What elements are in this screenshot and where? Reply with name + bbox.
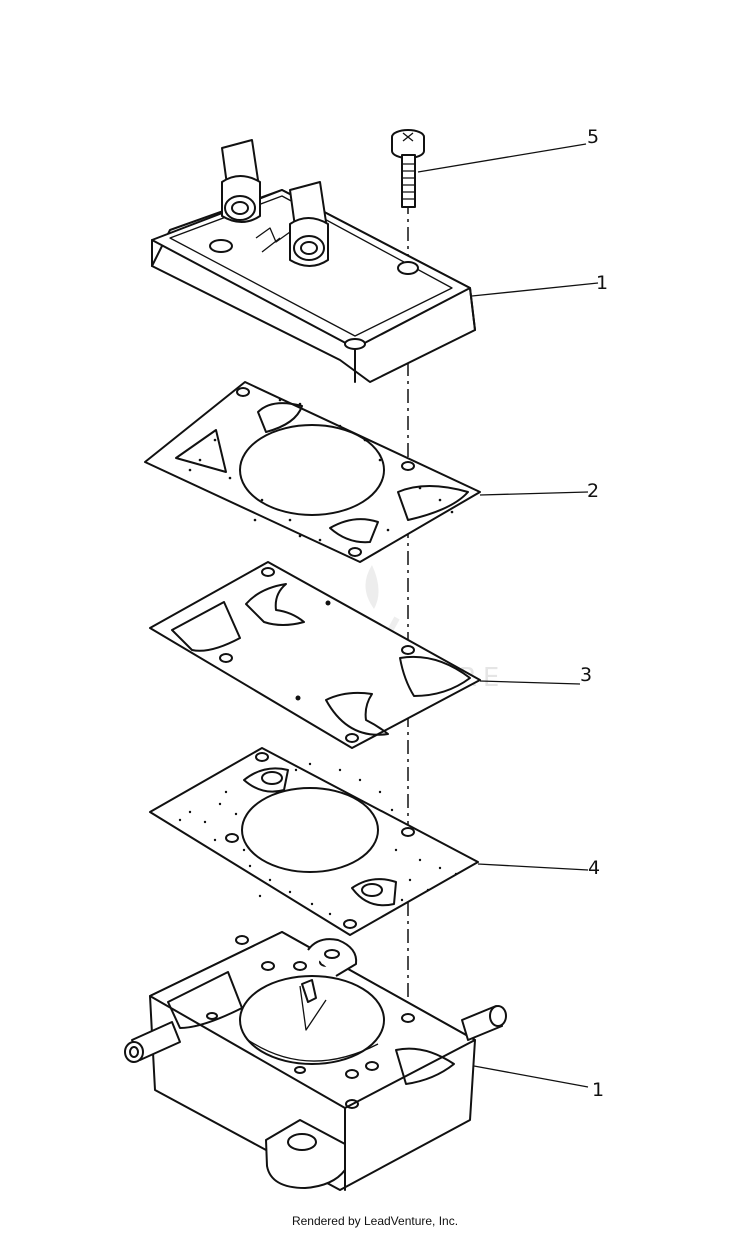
- leader-gasket-lower: [477, 863, 589, 871]
- pump-body-part: [124, 931, 507, 1191]
- screw-part: [391, 129, 425, 208]
- fitting-right-icon: [289, 181, 329, 267]
- nozzle-right-icon: [461, 1005, 507, 1041]
- leader-cover: [471, 282, 599, 297]
- callout-screw: 5: [587, 126, 599, 148]
- callout-pump-body: 1: [592, 1079, 604, 1101]
- leader-pump-body: [473, 1065, 589, 1088]
- leader-diaphragm: [479, 680, 581, 685]
- leader-screw: [417, 143, 587, 173]
- cover-marking-icon: [255, 227, 291, 253]
- diaphragm-part: [149, 561, 481, 749]
- callout-gasket-lower: 4: [588, 857, 600, 879]
- callout-gasket-upper: 2: [587, 480, 599, 502]
- nozzle-left-icon: [124, 1021, 181, 1063]
- callout-diaphragm: 3: [580, 664, 592, 686]
- fitting-left-icon: [221, 139, 261, 223]
- footer-credit: Rendered by LeadVenture, Inc.: [291, 1214, 459, 1228]
- gasket-lower-part: [149, 747, 479, 936]
- flame-logo-icon: [365, 565, 379, 609]
- leader-gasket-upper: [479, 491, 589, 496]
- gasket-upper-part: [144, 381, 481, 563]
- callout-cover: 1: [596, 272, 608, 294]
- cover-part: [151, 139, 476, 383]
